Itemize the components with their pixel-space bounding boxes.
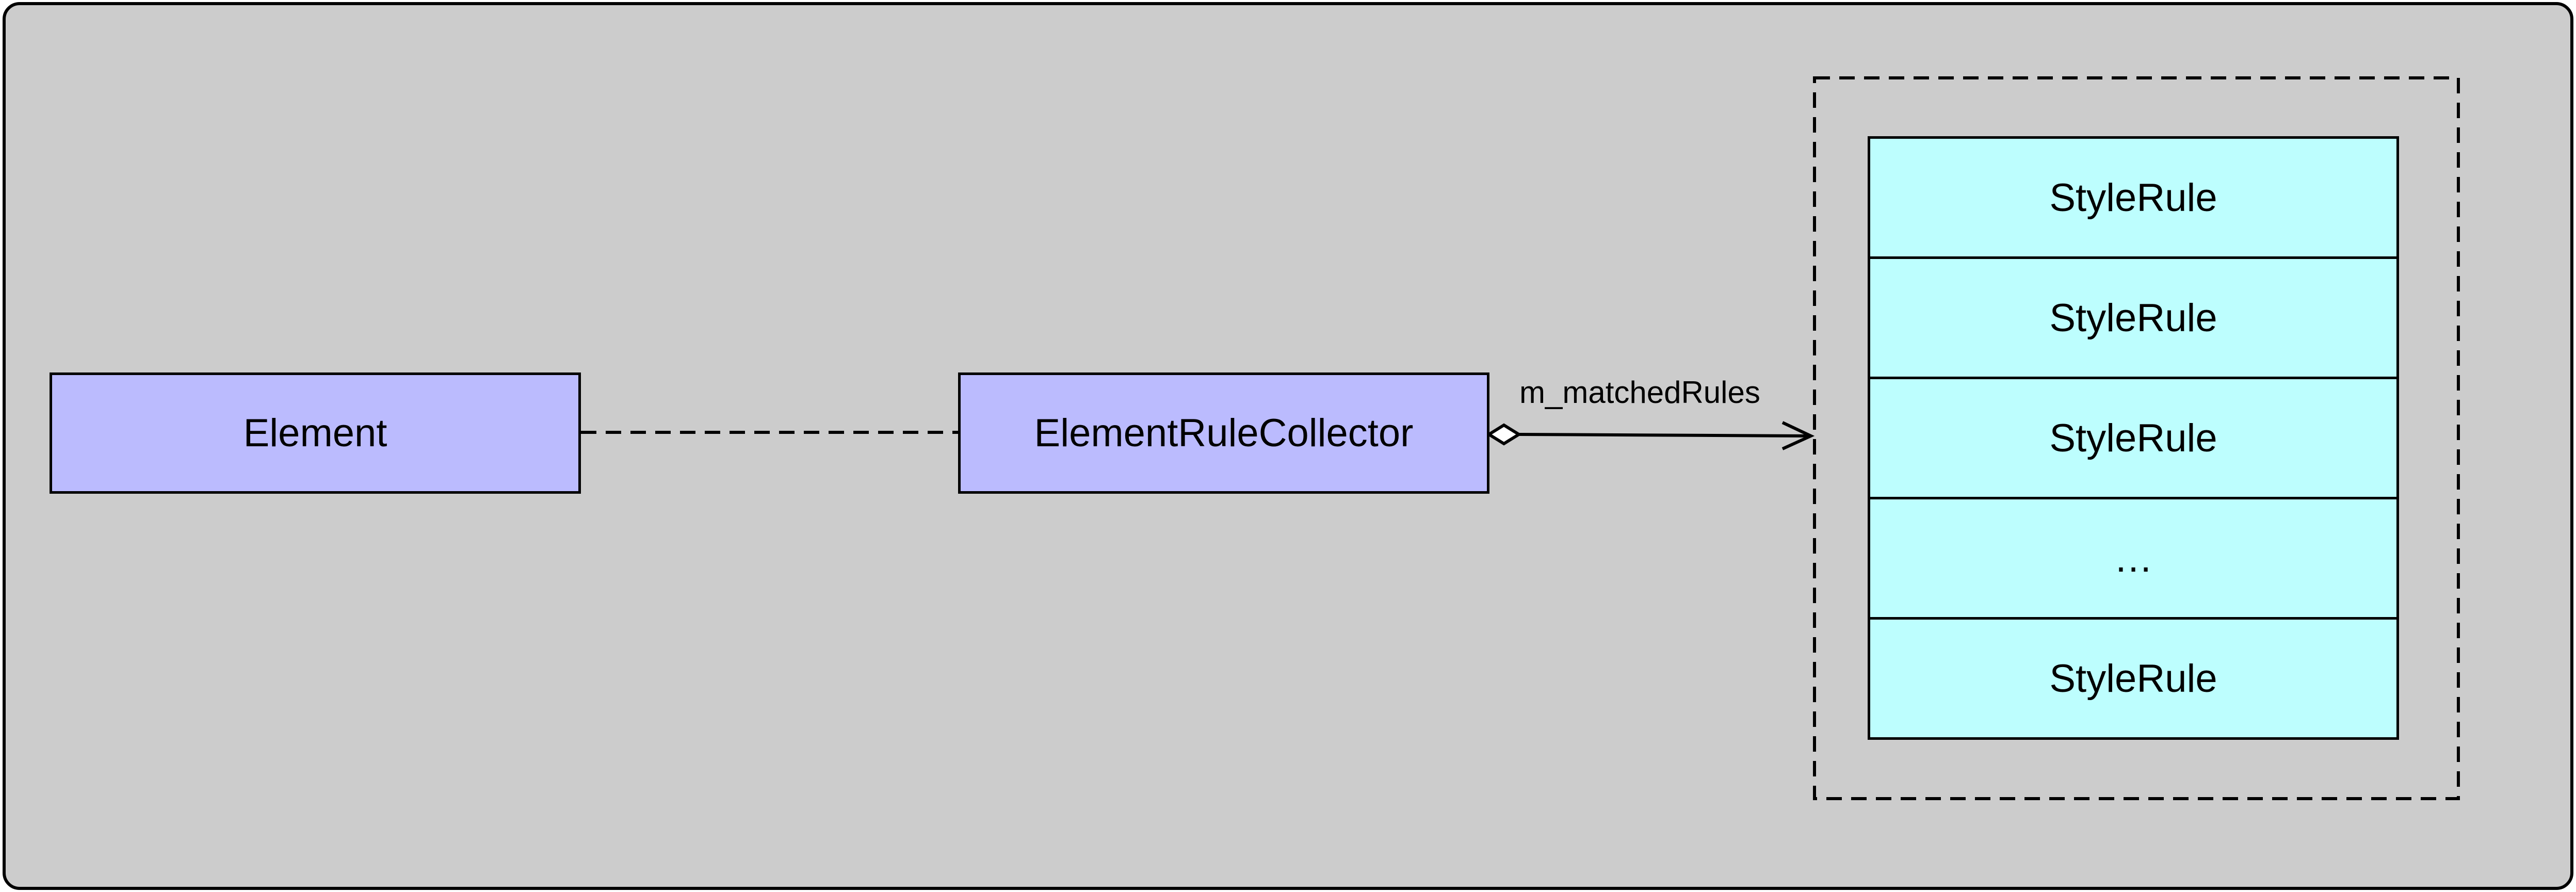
element-rule-collector-node[interactable]: ElementRuleCollector <box>958 372 1489 494</box>
element-rule-collector-label: ElementRuleCollector <box>1034 411 1414 455</box>
matched-rules-edge-label: m_matchedRules <box>1519 375 1760 410</box>
rule-list-container <box>1813 76 2460 800</box>
association-line <box>1518 433 1809 437</box>
style-rule-cell-1[interactable]: StyleRule <box>1868 136 2399 259</box>
style-rule-label: StyleRule <box>2049 656 2217 701</box>
arrowhead <box>1781 421 1815 450</box>
style-rule-cell-3[interactable]: StyleRule <box>1868 377 2399 499</box>
style-rule-label: StyleRule <box>2049 175 2217 220</box>
style-rule-cell-5[interactable]: StyleRule <box>1868 617 2399 740</box>
style-rule-cell-2[interactable]: StyleRule <box>1868 256 2399 379</box>
element-node-label: Element <box>243 411 387 455</box>
element-node[interactable]: Element <box>50 372 581 494</box>
style-rule-label: StyleRule <box>2049 416 2217 460</box>
ellipsis-label: … <box>2114 536 2153 580</box>
style-rule-label: StyleRule <box>2049 296 2217 340</box>
aggregation-diamond <box>1486 423 1522 446</box>
ellipsis-cell[interactable]: … <box>1868 497 2399 620</box>
